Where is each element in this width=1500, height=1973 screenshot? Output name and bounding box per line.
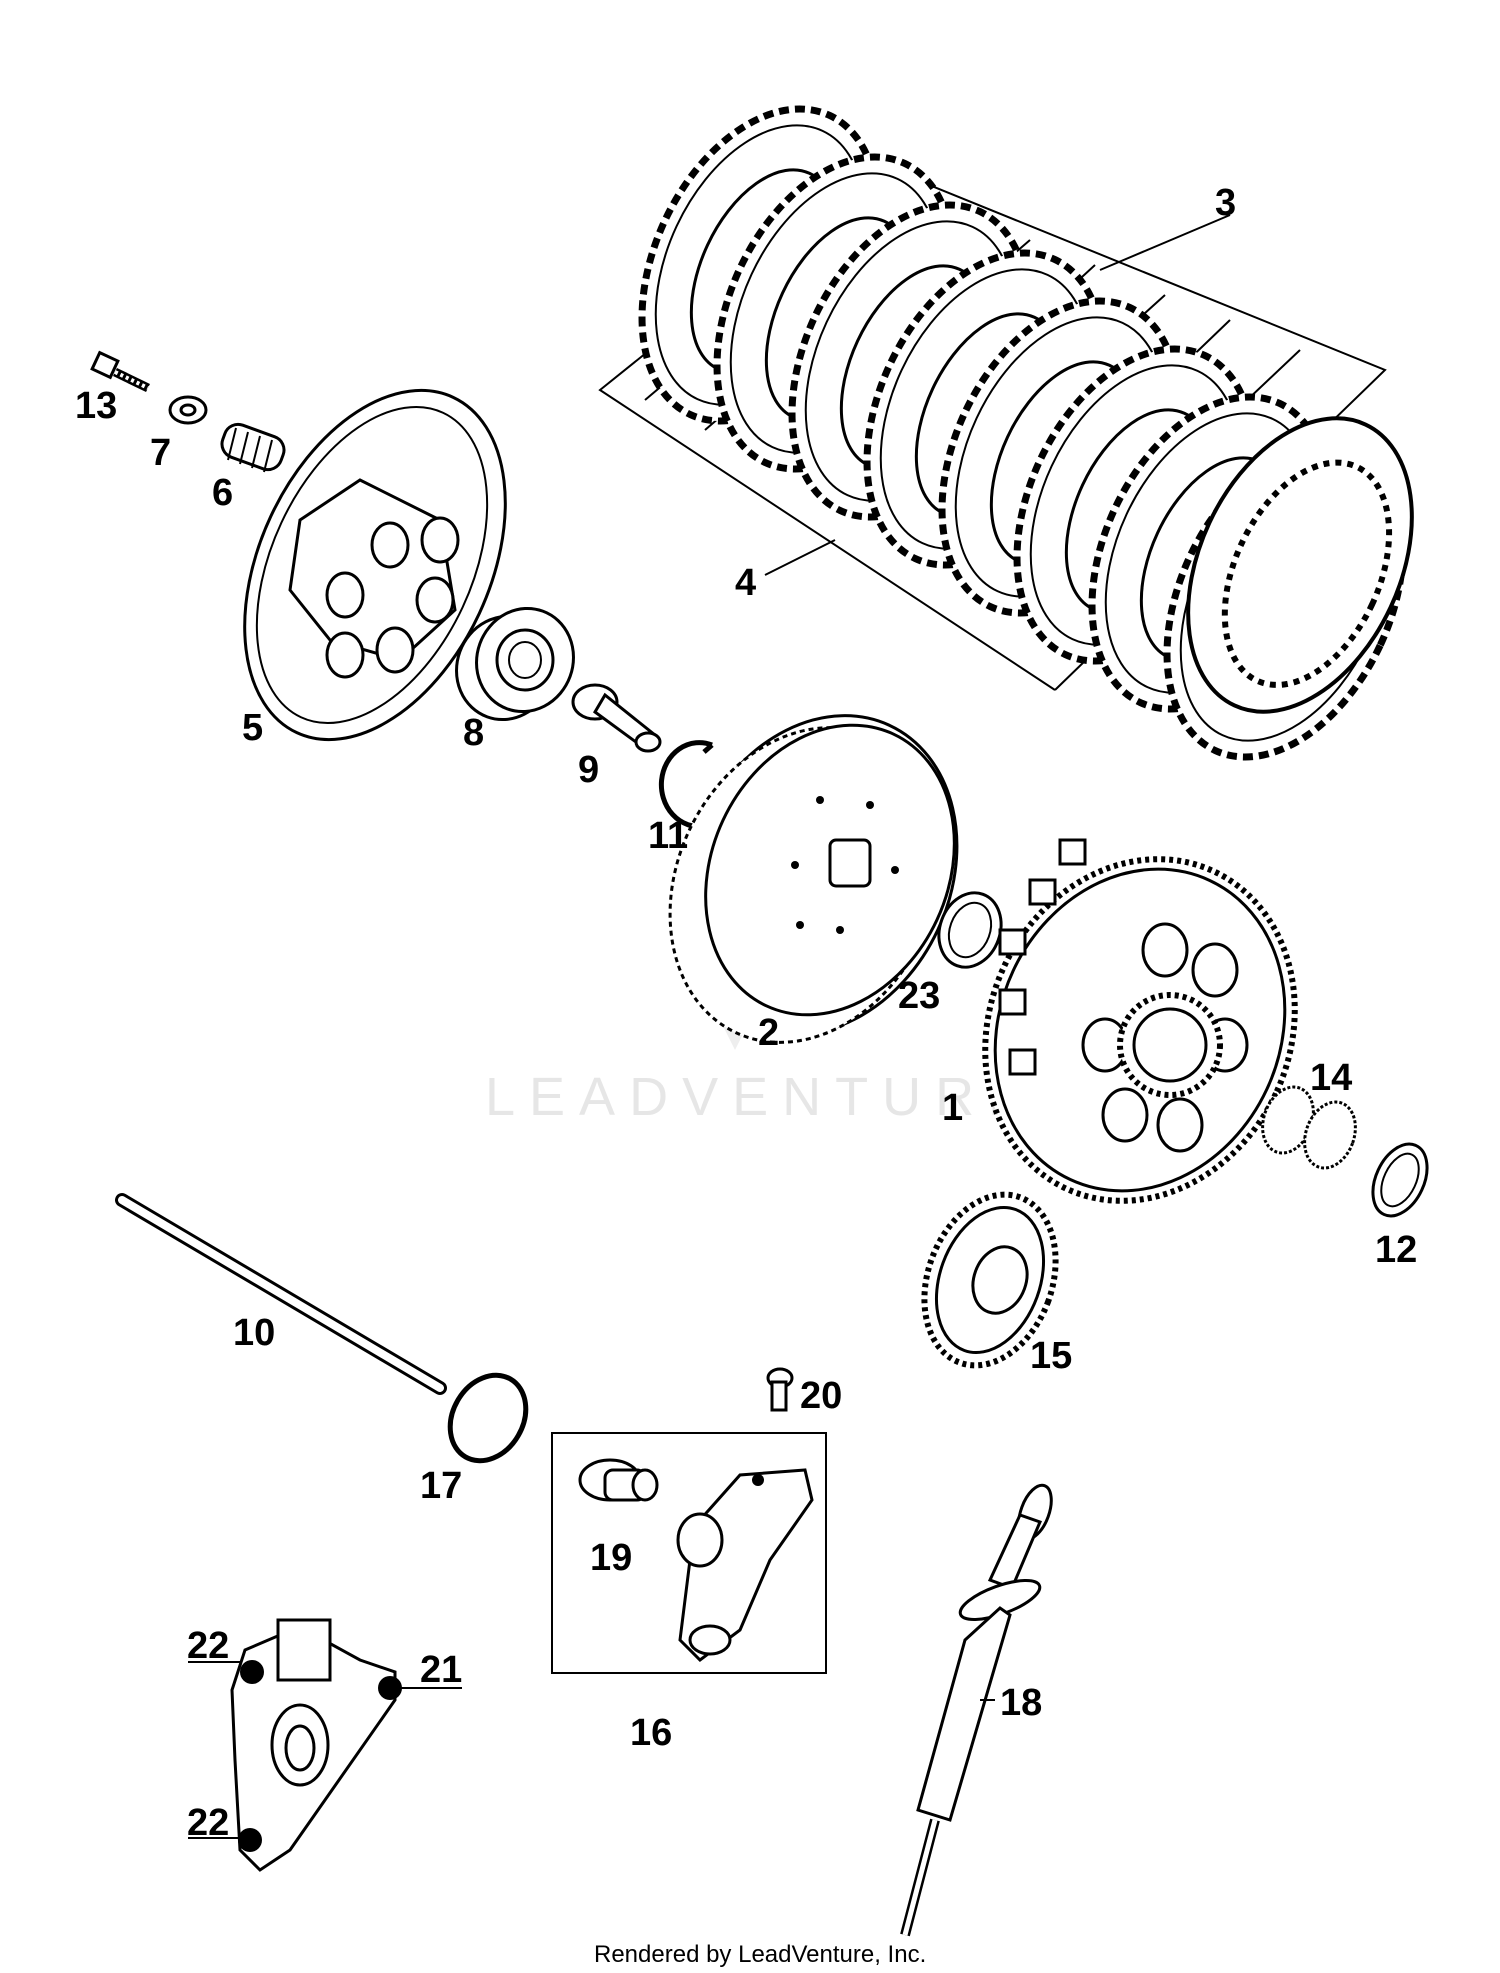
bolt-hole-22-top	[240, 1660, 264, 1684]
callout-22-bottom: 22	[187, 1802, 229, 1844]
callout-19: 19	[590, 1537, 632, 1579]
bolt-13[interactable]	[90, 350, 150, 393]
gear-15[interactable]	[902, 1176, 1079, 1384]
callout-23: 23	[898, 975, 940, 1017]
callout-16: 16	[630, 1712, 672, 1754]
callout-18: 18	[1000, 1682, 1042, 1724]
callout-2: 2	[758, 1012, 779, 1054]
callout-12: 12	[1375, 1229, 1417, 1271]
callout-5: 5	[242, 707, 263, 749]
callout-21: 21	[420, 1649, 462, 1691]
callout-11: 11	[648, 815, 688, 857]
leader-4	[764, 539, 836, 576]
callout-6: 6	[212, 472, 233, 514]
callout-10: 10	[233, 1312, 275, 1354]
washer-12[interactable]	[1362, 1135, 1438, 1224]
callout-9: 9	[578, 749, 599, 791]
callout-15: 15	[1030, 1335, 1072, 1377]
bearing-8[interactable]	[442, 595, 588, 734]
clutch-disc-pack[interactable]	[595, 71, 1456, 795]
callout-22-top: 22	[187, 1625, 229, 1667]
o-ring-17[interactable]	[435, 1362, 541, 1475]
slave-cylinder-18[interactable]	[900, 1481, 1058, 1937]
release-lever-box-16[interactable]	[551, 1432, 827, 1674]
leader-3	[1099, 214, 1231, 271]
callout-4: 4	[735, 562, 756, 604]
clutch-hub-2[interactable]	[620, 671, 1007, 1087]
bushing-19[interactable]	[578, 1458, 659, 1502]
footer-credit: Rendered by LeadVenture, Inc.	[594, 1941, 926, 1968]
callout-3: 3	[1215, 182, 1236, 224]
release-lever[interactable]	[676, 1468, 814, 1662]
needle-bearing-14[interactable]	[1254, 1080, 1364, 1175]
clutch-cover-21[interactable]	[230, 1618, 402, 1872]
pin-9[interactable]	[571, 683, 662, 753]
callout-13: 13	[75, 385, 117, 427]
callout-8: 8	[463, 712, 484, 754]
callout-7: 7	[150, 432, 171, 474]
bolt-hole-21	[378, 1676, 402, 1700]
bolt-hole-22-bottom	[238, 1828, 262, 1852]
thrust-washer-23[interactable]	[929, 884, 1011, 976]
callout-14: 14	[1310, 1057, 1352, 1099]
watermark-text: LEADVENTURE	[485, 1067, 1038, 1127]
steel-plate	[1186, 416, 1414, 714]
clutch-basket-1[interactable]	[930, 808, 1350, 1252]
screw-20[interactable]	[766, 1367, 794, 1412]
pressure-plate-5[interactable]	[193, 349, 558, 782]
callout-17: 17	[420, 1465, 462, 1507]
callout-20: 20	[800, 1375, 842, 1417]
washer-7[interactable]	[168, 395, 208, 425]
spring-6[interactable]	[218, 420, 288, 473]
callout-1: 1	[942, 1087, 963, 1129]
pushrod-10[interactable]	[115, 1193, 447, 1395]
